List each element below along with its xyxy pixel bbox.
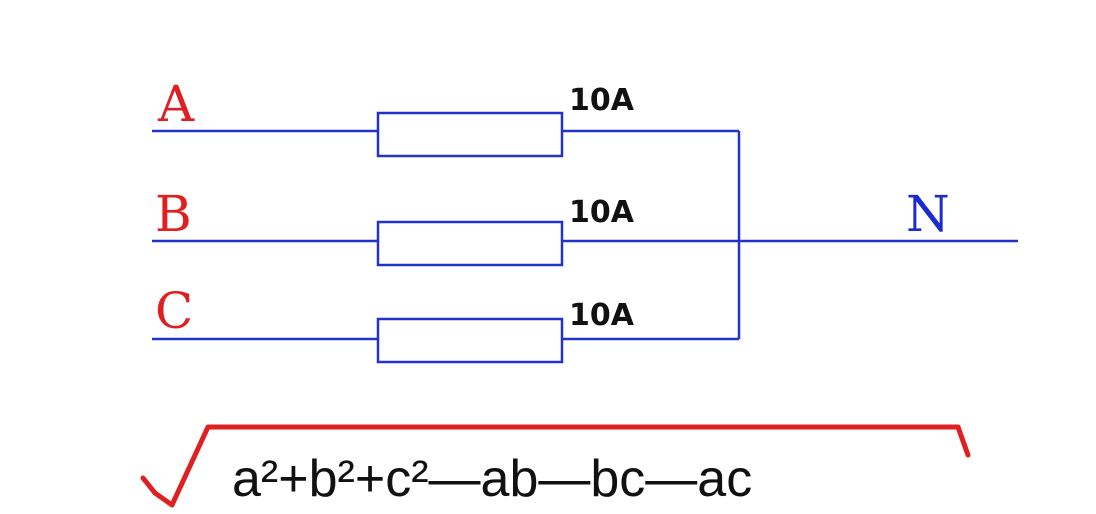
phase-c-label: C [155, 282, 193, 340]
radical-sign [140, 424, 971, 508]
phase-a-load-resistor [376, 111, 564, 158]
phase-c-load-resistor [376, 317, 564, 364]
phase-b-rating: 10A [569, 195, 635, 230]
phase-b-load-resistor [376, 220, 564, 267]
phase-c-rating: 10A [569, 298, 635, 333]
phase-a-rating: 10A [569, 83, 635, 118]
phase-b-label: B [155, 185, 192, 243]
formula-expression: a²+b²+c²—ab—bc—ac [232, 450, 752, 508]
neutral-label: N [906, 185, 950, 243]
phase-a-label: A [157, 75, 195, 133]
